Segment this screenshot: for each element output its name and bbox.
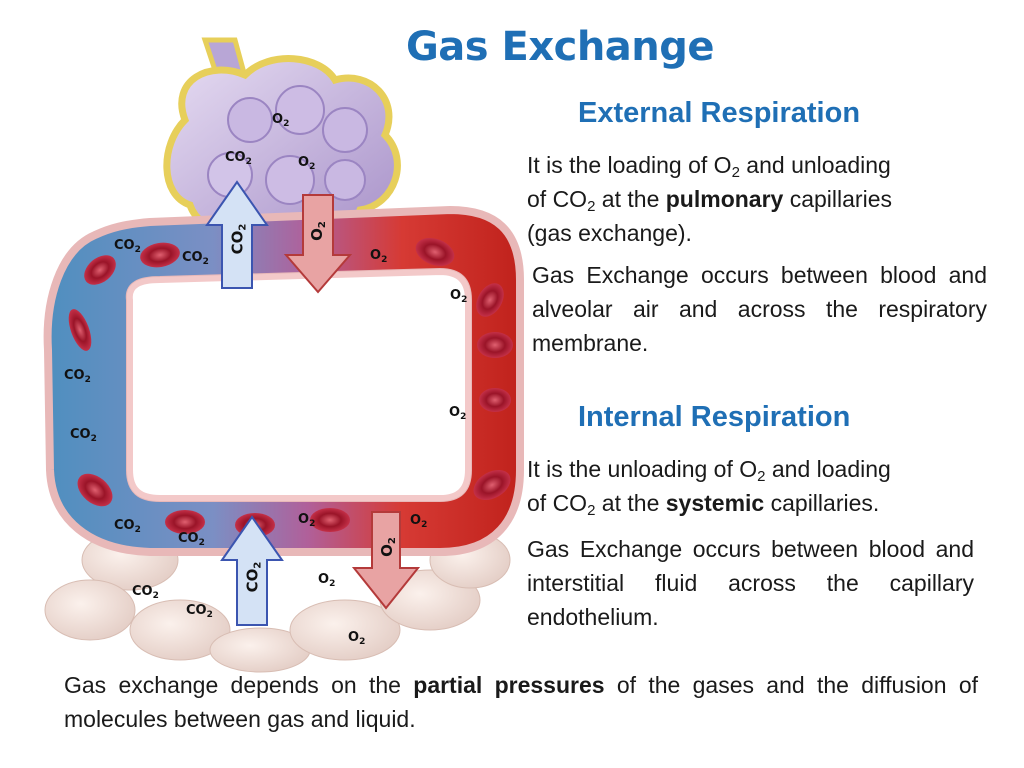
co2-label: CO2 (132, 584, 159, 601)
co2-arrow-label: CO2 (228, 223, 249, 255)
o2-label: O2 (370, 248, 388, 265)
co2-label: CO2 (178, 531, 205, 548)
co2-arrow-lower (220, 515, 284, 626)
co2-label: CO2 (114, 238, 141, 255)
o2-arrow-label: O2 (377, 537, 398, 557)
internal-respiration-detail: Gas Exchange occurs between blood and in… (527, 536, 974, 630)
o2-label: O2 (298, 512, 316, 529)
external-respiration-heading: External Respiration (578, 97, 861, 129)
o2-arrow-label: O2 (307, 221, 328, 241)
co2-label: CO2 (186, 603, 213, 620)
o2-label: O2 (348, 630, 366, 647)
co2-label: CO2 (70, 427, 97, 444)
capillary-loop (43, 205, 524, 556)
external-respiration-definition: It is the loading of O2 and unloading of… (527, 152, 892, 246)
o2-label: O2 (450, 288, 468, 305)
alveoli (163, 37, 401, 239)
o2-arrow-upper (283, 194, 353, 294)
co2-arrow-upper (205, 180, 269, 289)
external-respiration-detail: Gas Exchange occurs between blood and al… (532, 262, 987, 356)
o2-label: O2 (272, 112, 290, 129)
co2-label: CO2 (225, 150, 252, 167)
internal-respiration-heading: Internal Respiration (578, 401, 851, 433)
partial-pressure-note: Gas exchange depends on the partial pres… (64, 672, 979, 732)
o2-label: O2 (298, 155, 316, 172)
co2-arrow-label: CO2 (243, 561, 264, 593)
o2-arrow-lower (351, 511, 421, 610)
page-title: Gas Exchange (405, 24, 715, 70)
o2-label: O2 (449, 405, 467, 422)
internal-respiration-definition: It is the unloading of O2 and loading of… (527, 456, 891, 519)
o2-label: O2 (318, 572, 336, 589)
co2-label: CO2 (114, 518, 141, 535)
co2-label: CO2 (64, 368, 91, 385)
co2-label: CO2 (182, 250, 209, 267)
red-blood-cells (68, 237, 513, 537)
o2-label: O2 (410, 513, 428, 530)
